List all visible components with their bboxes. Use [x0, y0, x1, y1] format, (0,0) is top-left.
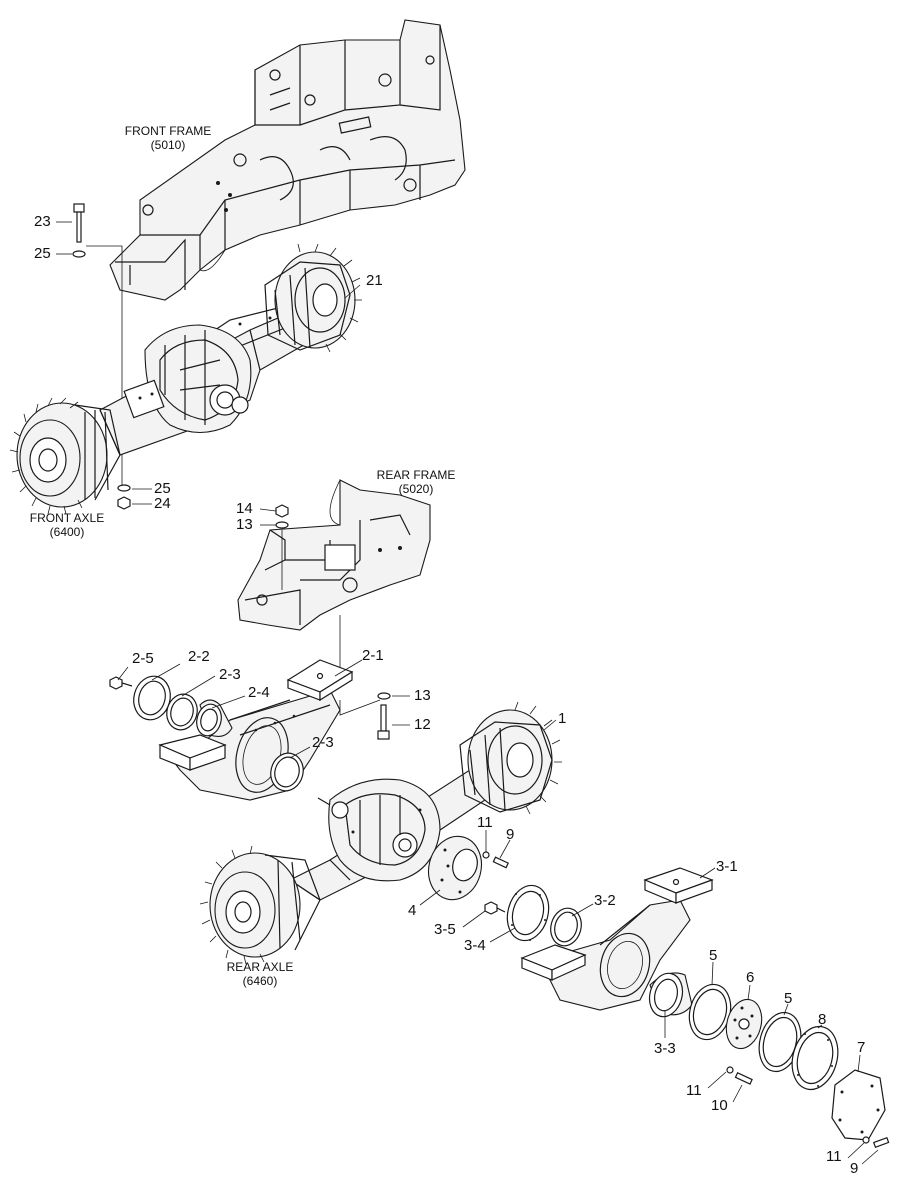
- front-mount-bolt-stack: [72, 203, 131, 510]
- callout-2-4: 2-4: [248, 684, 270, 701]
- callout-6: 6: [746, 969, 755, 986]
- rear-frame-caption: REAR FRAME (5020): [368, 468, 464, 496]
- callout-12: 12: [414, 716, 431, 733]
- callout-14: 14: [236, 500, 253, 517]
- callout-3-2: 3-2: [594, 892, 616, 909]
- callout-23: 23: [34, 213, 51, 230]
- front-frame-code: (5010): [150, 138, 186, 152]
- callout-10: 10: [711, 1097, 728, 1114]
- rear-trunnion-seals: [506, 884, 693, 1018]
- front-axle-name: FRONT AXLE: [29, 511, 105, 525]
- callout-leaders: [56, 221, 879, 1165]
- callout-13: 13: [236, 516, 253, 533]
- rear-axle-name: REAR AXLE: [226, 960, 294, 974]
- callout-11: 11: [686, 1082, 702, 1099]
- front-axle-caption: FRONT AXLE (6400): [18, 511, 116, 539]
- front-axle-drawing: [9, 243, 362, 515]
- callout-25: 25: [34, 245, 51, 262]
- callout-11: 11: [826, 1148, 842, 1165]
- rear-frame-drawing: [237, 479, 431, 631]
- callout-2-2: 2-2: [188, 648, 210, 665]
- front-trunnion-mount-drawing: [109, 659, 354, 801]
- rear-axle-caption: REAR AXLE (6460): [212, 960, 308, 988]
- front-frame-name: FRONT FRAME: [124, 124, 212, 138]
- callout-3-4: 3-4: [464, 937, 486, 954]
- callout-3-3: 3-3: [654, 1040, 676, 1057]
- callout-7: 7: [857, 1039, 866, 1056]
- callout-2-3: 2-3: [219, 666, 241, 683]
- callout-9: 9: [850, 1160, 859, 1177]
- end-cap-stack: [688, 983, 890, 1148]
- rear-axle-code: (6460): [242, 974, 278, 988]
- callout-21: 21: [366, 272, 383, 289]
- flange-drawing: [428, 835, 509, 915]
- callout-2-3: 2-3: [312, 734, 334, 751]
- callout-8: 8: [818, 1011, 827, 1028]
- callout-13: 13: [414, 687, 431, 704]
- callout-5: 5: [784, 990, 793, 1007]
- callout-24: 24: [154, 495, 171, 512]
- rear-frame-code: (5020): [398, 482, 434, 496]
- callout-11: 11: [477, 814, 493, 831]
- rear-lower-bolt-stack: [339, 692, 391, 740]
- callout-2-5: 2-5: [132, 650, 154, 667]
- callout-4: 4: [408, 902, 417, 919]
- callout-9: 9: [506, 826, 515, 843]
- callout-3-1: 3-1: [716, 858, 738, 875]
- callout-3-5: 3-5: [434, 921, 456, 938]
- rear-trunnion-mount-drawing: [520, 867, 714, 1011]
- rear-axle-drawing: [199, 701, 562, 965]
- callout-1: 1: [558, 710, 567, 727]
- front-frame-drawing: [109, 19, 466, 301]
- front-axle-code: (6400): [49, 525, 85, 539]
- callout-25: 25: [154, 480, 171, 497]
- callout-2-1: 2-1: [362, 647, 384, 664]
- front-frame-caption: FRONT FRAME (5010): [118, 124, 218, 152]
- rear-frame-name: REAR FRAME: [376, 468, 456, 482]
- callout-5: 5: [709, 947, 718, 964]
